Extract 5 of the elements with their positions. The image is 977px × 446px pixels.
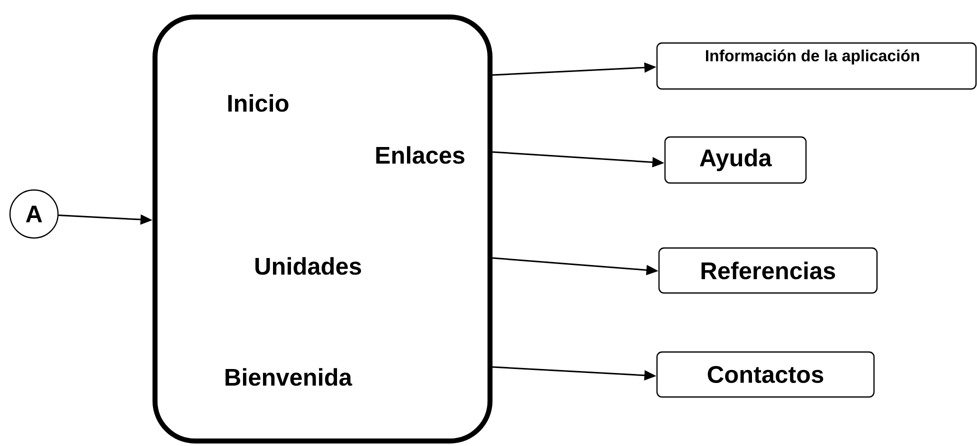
rounded-box: Contactos [656,351,875,398]
rounded-box: Información de la aplicación [656,42,977,90]
rounded-box: Inicio Enlaces Unidades Bienvenida [152,14,492,444]
rounded-box: Referencias [658,247,878,294]
rounded-box: Ayuda [664,136,807,184]
